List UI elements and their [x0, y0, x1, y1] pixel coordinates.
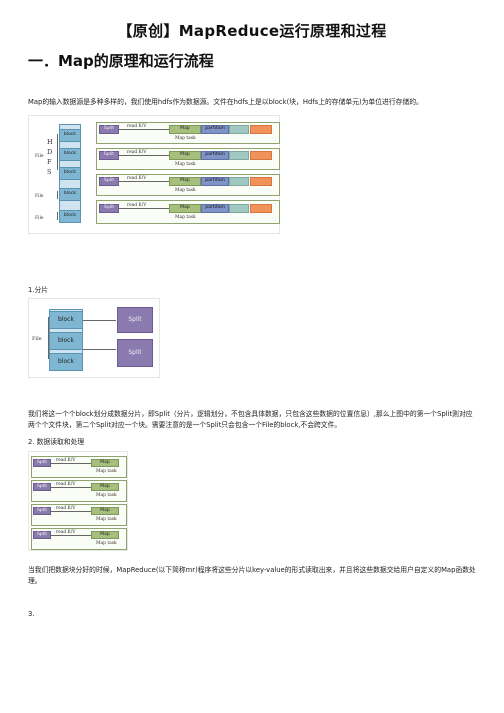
map: Map [91, 483, 119, 491]
file-label: File [35, 154, 44, 159]
map-task-label: Map task [96, 493, 117, 498]
block: block [59, 210, 81, 223]
read-kv-label: read K/V [56, 482, 76, 487]
split: Split [117, 339, 153, 367]
split: Split [33, 531, 51, 539]
buffer [229, 204, 249, 213]
split: Split [33, 459, 51, 467]
split: Split [99, 125, 119, 134]
map-task-label: Map task [96, 541, 117, 546]
partition: partition [201, 151, 229, 160]
read-kv-label: read K/V [127, 150, 147, 155]
map-task-label: Map task [175, 136, 196, 141]
split: Split [33, 507, 51, 515]
buffer [229, 125, 249, 134]
paragraph-input-source: Map的输入数据源是多种多样的，我们使用hdfs作为数据源。文件在hdfs上是以… [28, 98, 423, 106]
figure-read-process: Split read K/V Map Map task Split read K… [28, 451, 128, 551]
map: Map [169, 204, 201, 213]
spill [250, 204, 272, 213]
map: Map [91, 459, 119, 467]
section-split: 1.分片 [28, 286, 49, 294]
page-title: 【原创】MapReduce运行原理和过程 [117, 22, 387, 40]
paragraph-split: 我们将这一个个block划分成数据分片，即Split（分片，逻辑划分，不包含具体… [28, 410, 473, 429]
section-heading-map: 一．Map的原理和运行流程 [28, 52, 214, 70]
read-kv-label: read K/V [56, 506, 76, 511]
section-3: 3. [28, 610, 35, 618]
block: block [49, 311, 83, 329]
map-task-label: Map task [175, 188, 196, 193]
map-task-label: Map task [96, 469, 117, 474]
map: Map [91, 531, 119, 539]
split: Split [99, 204, 119, 213]
hdfs-letter: S [47, 168, 52, 176]
buffer [229, 151, 249, 160]
file-label: File [32, 336, 42, 342]
figure-split: File block block block Split Split [28, 298, 160, 378]
file-label: File [35, 216, 44, 221]
split: Split [33, 483, 51, 491]
read-kv-label: read K/V [127, 124, 147, 129]
figure-hdfs-map-pipeline: H D F S File File File block block block… [28, 115, 280, 234]
read-kv-label: read K/V [127, 203, 147, 208]
split: Split [99, 151, 119, 160]
partition: partition [201, 177, 229, 186]
buffer [229, 177, 249, 186]
hdfs-letter: F [47, 158, 52, 166]
map-task-label: Map task [96, 517, 117, 522]
map: Map [169, 125, 201, 134]
map-task-label: Map task [175, 215, 196, 220]
block: block [49, 332, 83, 350]
hdfs-letter: H [47, 138, 53, 146]
map-task-label: Map task [175, 162, 196, 167]
block: block [59, 148, 81, 161]
read-kv-label: read K/V [56, 458, 76, 463]
block: block [59, 167, 81, 180]
read-kv-label: read K/V [127, 176, 147, 181]
block: block [49, 353, 83, 371]
split: Split [99, 177, 119, 186]
section-read-process: 2. 数据读取和处理 [28, 438, 85, 446]
map: Map [169, 177, 201, 186]
split: Split [117, 307, 153, 333]
spill [250, 125, 272, 134]
map: Map [91, 507, 119, 515]
partition: partition [201, 204, 229, 213]
block: block [59, 188, 81, 201]
spill [250, 177, 272, 186]
read-kv-label: read K/V [56, 530, 76, 535]
map: Map [169, 151, 201, 160]
partition: partition [201, 125, 229, 134]
block: block [59, 129, 81, 142]
file-label: File [35, 194, 44, 199]
hdfs-letter: D [47, 148, 53, 156]
spill [250, 151, 272, 160]
paragraph-read-process: 当我们把数据块分好的时候，MapReduce(以下简称mr)程序将这些分片以ke… [28, 566, 476, 585]
